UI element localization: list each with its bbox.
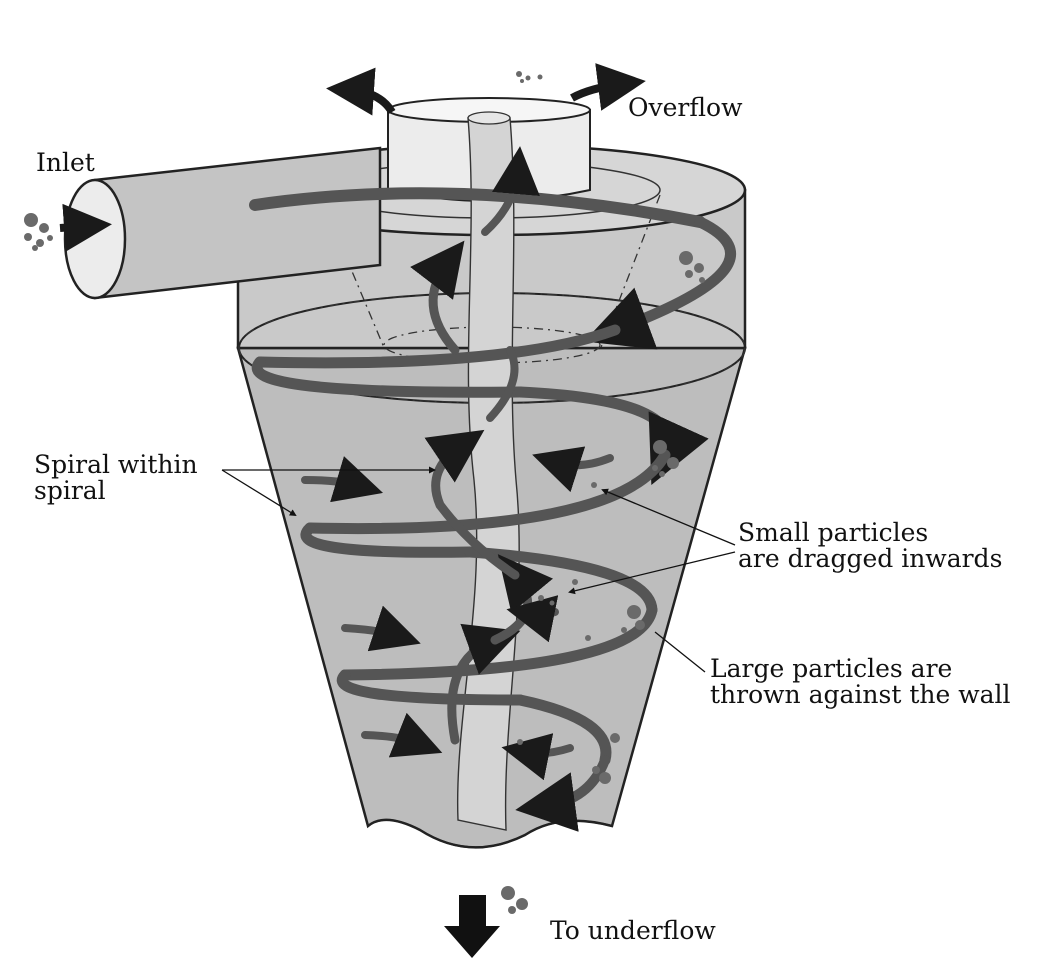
large-particles-label: Large particles are thrown against the w… xyxy=(710,656,1011,708)
large-label-line2: thrown against the wall xyxy=(710,680,1011,709)
external-arrows xyxy=(59,63,646,958)
small-label-line2: are dragged inwards xyxy=(738,544,1003,573)
inlet-label: Inlet xyxy=(36,148,95,177)
inner-spiral xyxy=(410,146,554,745)
outer-spiral xyxy=(249,187,736,832)
leader-lines xyxy=(221,466,736,673)
overflow-label: Overflow xyxy=(628,93,743,122)
flow-arrows xyxy=(301,446,614,781)
particles xyxy=(24,71,705,914)
small-particles-label: Small particles are dragged inwards xyxy=(738,520,1002,572)
underflow-arrow xyxy=(444,895,500,958)
small-label-line1: Small particles xyxy=(738,518,929,547)
underflow-label: To underflow xyxy=(550,916,716,945)
air-core-top xyxy=(467,111,511,125)
inlet-arrow xyxy=(59,203,112,252)
spiral-label-line1: Spiral within xyxy=(34,450,198,479)
overflow-arrow-left xyxy=(326,67,396,116)
spiral-label-line2: spiral xyxy=(34,476,106,505)
spiral-within-spiral-label: Spiral within spiral xyxy=(34,452,198,504)
inlet-pipe-opening xyxy=(63,178,127,300)
overflow-arrow-right xyxy=(570,63,646,111)
large-label-line1: Large particles are xyxy=(710,654,953,683)
